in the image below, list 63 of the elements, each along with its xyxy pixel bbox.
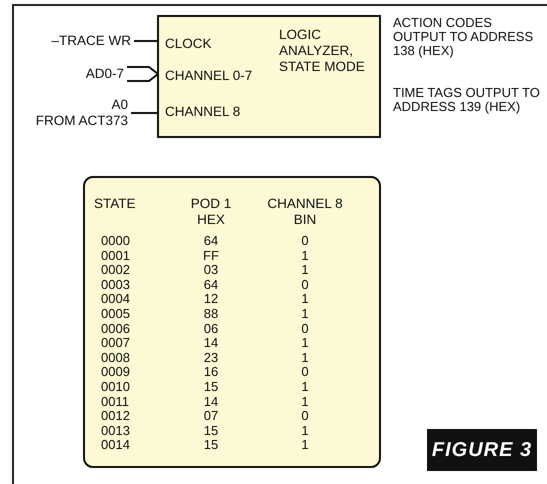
state-number: 0001 [101,248,131,263]
bit-value: 1 [300,263,310,278]
hex-value: 15 [202,438,220,452]
hex-value: 07 [202,409,220,424]
state-number: 0009 [101,365,131,380]
hex-value: FF [202,248,220,263]
state-number: 0014 [101,438,131,452]
hex-value: 14 [202,336,220,350]
hex-value: 64 [202,278,220,292]
hex-value: 06 [202,322,220,336]
column-header: CHANNEL 8 BIN [266,196,344,228]
bit-value: 1 [300,394,310,409]
figure-caption: FIGURE 3 [427,429,537,471]
output-note: TIME TAGS OUTPUT TO ADDRESS 139 (HEX) [393,86,541,114]
port-label: CLOCK [165,36,212,52]
bit-value: 1 [300,438,310,452]
bit-value: 0 [300,278,310,292]
signal-label: FROM ACT373 [34,113,128,129]
hex-value: 14 [202,394,220,409]
state-number: 0003 [101,278,131,292]
hex-value: 64 [202,234,220,248]
state-number: 0006 [101,322,131,336]
state-number: 0012 [101,409,131,424]
signal-label: –TRACE WR [50,33,131,49]
device-title: LOGIC ANALYZER, STATE MODE [279,27,366,75]
hex-value: 15 [202,380,220,394]
state-number: 0007 [101,336,131,350]
signal-line [131,112,157,114]
logic-analyzer-box [157,15,381,138]
column-header: POD 1 HEX [190,196,232,228]
state-number: 0010 [101,380,131,394]
state-number: 0011 [101,394,130,409]
signal-label: AD0-7 [84,66,124,82]
bit-value: 1 [300,336,310,350]
bit-value: 1 [300,350,310,365]
state-number: 0000 [101,234,131,248]
port-label: CHANNEL 8 [165,104,240,120]
state-number: 0005 [101,307,131,321]
signal-line [134,40,157,42]
signal-label: A0 [110,97,128,113]
bit-value: 0 [300,322,310,336]
hex-value: 03 [202,263,220,278]
hex-value: 15 [202,424,220,438]
state-number: 0008 [101,350,131,365]
bit-value: 1 [300,248,310,263]
bit-value: 1 [300,424,310,438]
bit-value: 1 [300,307,310,321]
state-number: 0004 [101,292,131,306]
state-number: 0002 [101,263,131,278]
output-note: ACTION CODES OUTPUT TO ADDRESS 138 (HEX) [393,16,534,58]
bit-value: 1 [300,292,310,306]
bit-value: 0 [300,365,310,380]
bit-value: 0 [300,234,310,248]
hex-value: 16 [202,365,220,380]
bit-value: 0 [300,409,310,424]
bit-value: 1 [300,380,310,394]
bus-line [126,66,159,82]
port-label: CHANNEL 0-7 [165,68,252,84]
state-number: 0013 [101,424,131,438]
hex-value: 23 [202,350,220,365]
hex-value: 12 [202,292,220,306]
hex-value: 88 [202,307,220,321]
column-header: STATE [94,196,137,212]
